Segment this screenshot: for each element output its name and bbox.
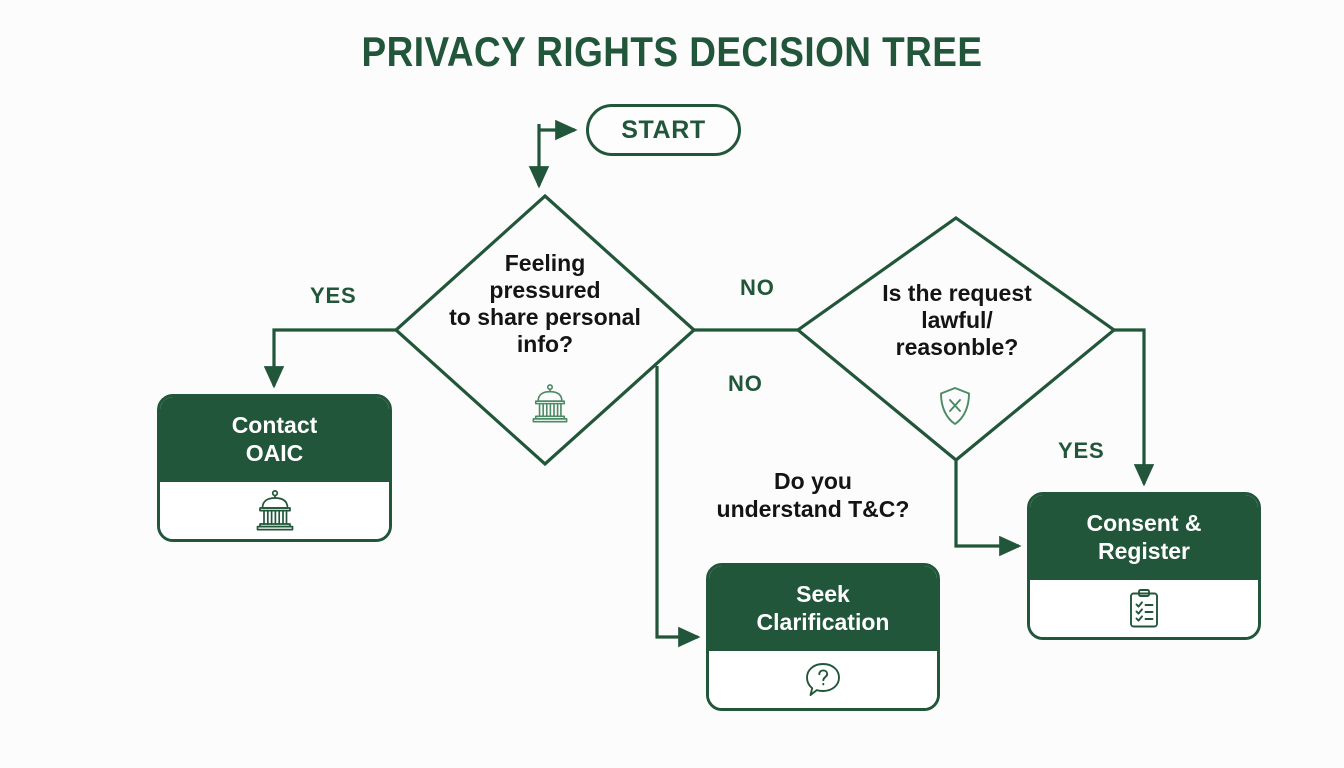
- edge-label-yes-to-consent: YES: [1058, 438, 1105, 463]
- edge-label-yes-to-oaic: YES: [310, 283, 357, 308]
- floating-question-line-2: understand T&C?: [716, 495, 910, 522]
- node-seek-clarification[interactable]: Seek Clarification: [706, 563, 940, 711]
- question-speech-bubble-icon: [806, 662, 840, 696]
- institution-building-icon: [532, 384, 568, 423]
- contact-oaic-line-2: OAIC: [245, 439, 304, 466]
- floating-question-text: Do you understand T&C?: [688, 468, 938, 523]
- edge-no-to-clarification: [655, 366, 701, 648]
- consent-register-line-2: Register: [1097, 537, 1191, 564]
- edge-label-no-to-lawful: NO: [740, 275, 775, 300]
- node-seek-clarification-icon-area: [709, 651, 937, 708]
- node-contact-oaic-icon-area: [160, 482, 389, 539]
- node-start[interactable]: START: [586, 104, 741, 156]
- consent-register-line-1: Consent &: [1086, 510, 1202, 537]
- diamond-pressure-shape: [393, 193, 697, 467]
- seek-clarification-line-2: Clarification: [756, 608, 890, 635]
- node-consent-register-label: Consent & Register: [1030, 495, 1258, 580]
- node-contact-oaic-label: Contact OAIC: [160, 397, 389, 482]
- shield-x-icon: [940, 387, 970, 425]
- edge-yes-to-consent: [1114, 328, 1155, 487]
- contact-oaic-line-1: Contact: [231, 412, 318, 439]
- seek-clarification-line-1: Seek: [796, 581, 850, 608]
- node-contact-oaic[interactable]: Contact OAIC: [157, 394, 392, 542]
- node-start-label: START: [621, 115, 706, 144]
- floating-question-line-1: Do you: [774, 468, 852, 494]
- edge-yes-to-oaic: [263, 328, 396, 389]
- institution-building-icon: [256, 489, 293, 530]
- node-consent-register[interactable]: Consent & Register: [1027, 492, 1261, 640]
- edge-label-no-to-clarification: NO: [728, 371, 763, 396]
- edge-lawful-bottom-to-consent: [954, 460, 1022, 557]
- page-title: PRIVACY RIGHTS DECISION TREE: [361, 28, 983, 75]
- node-seek-clarification-label: Seek Clarification: [709, 566, 937, 651]
- node-consent-register-icon-area: [1030, 580, 1258, 637]
- clipboard-checklist-icon: [1130, 588, 1158, 627]
